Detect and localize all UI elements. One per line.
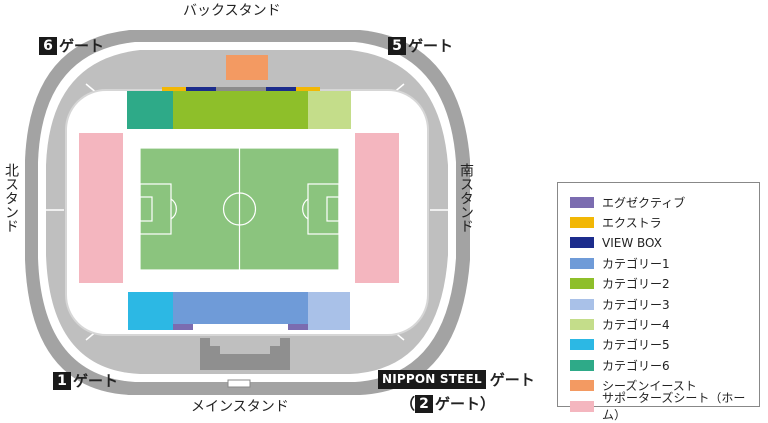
category6-block: [127, 91, 173, 129]
extra-seats-right: [296, 87, 320, 91]
legend-label: サポーターズシート（ホーム）: [602, 391, 746, 423]
legend-item: カテゴリー1: [570, 253, 759, 273]
view-box-right: [266, 87, 296, 91]
legend-label: カテゴリー6: [602, 358, 670, 373]
gate-2: （ 2 ゲート ）: [400, 393, 495, 414]
gate-2-open-paren: （: [400, 395, 416, 413]
category5-block: [128, 292, 173, 330]
legend-label: カテゴリー3: [602, 297, 670, 312]
nippon-steel-badge: NIPPON STEEL: [378, 370, 486, 389]
gate-6-number: 6: [39, 36, 57, 55]
legend-label: カテゴリー1: [602, 256, 670, 271]
view-box-center: [216, 87, 266, 91]
legend-swatch: [570, 319, 594, 331]
legend-label: カテゴリー2: [602, 277, 670, 292]
legend-item: カテゴリー3: [570, 294, 759, 314]
main-entrance-steps: [200, 338, 290, 370]
legend-label: エクストラ: [602, 216, 662, 231]
gate-5-number: 5: [388, 36, 406, 55]
gate-1-text: ゲート: [73, 372, 119, 390]
legend-swatch: [570, 339, 594, 351]
category2-block: [173, 91, 308, 129]
season-east-box: [226, 55, 268, 80]
category4-block: [308, 91, 351, 129]
supporters-north: [79, 133, 123, 283]
legend-item: エクストラ: [570, 212, 759, 232]
category3-block: [308, 292, 350, 330]
legend-item: エグゼクティブ: [570, 192, 759, 212]
legend-item: カテゴリー6: [570, 355, 759, 375]
main-stand-label: メインスタンド: [191, 399, 289, 415]
gate-2-number: 2: [415, 394, 434, 413]
gate-5: 5 ゲート: [388, 35, 453, 56]
legend-label: VIEW BOX: [602, 235, 662, 250]
legend-item: VIEW BOX: [570, 233, 759, 253]
gate-nippon-steel: NIPPON STEEL ゲート: [378, 369, 535, 390]
legend-item: カテゴリー4: [570, 314, 759, 334]
category1-block: [173, 292, 308, 324]
legend-label: エグゼクティブ: [602, 195, 686, 210]
legend-swatch: [570, 217, 594, 229]
north-stand-label: 北スタンド: [3, 163, 19, 233]
gate-nippon-text: ゲート: [489, 371, 535, 389]
legend-item: サポーターズシート（ホーム）: [570, 391, 759, 422]
south-stand-label: 南スタンド: [458, 163, 474, 233]
legend-swatch: [570, 380, 594, 392]
legend-swatch: [570, 278, 594, 290]
legend-swatch: [570, 237, 594, 249]
gate-5-text: ゲート: [408, 37, 454, 55]
seat-legend: エグゼクティブ エクストラ VIEW BOX カテゴリー1 カテゴリー2 カテゴ…: [557, 182, 760, 422]
executive-right: [288, 324, 308, 330]
extra-seats-left: [162, 87, 186, 91]
view-box-left: [186, 87, 216, 91]
legend-label: カテゴリー5: [602, 338, 670, 353]
legend-swatch: [570, 298, 594, 310]
legend-swatch: [570, 400, 594, 412]
legend-label: シーズンイースト: [602, 379, 697, 394]
legend-item: カテゴリー5: [570, 335, 759, 355]
executive-left: [173, 324, 193, 330]
legend-swatch: [570, 196, 594, 208]
gate-2-close-paren: ）: [480, 395, 496, 413]
main-entrance-door: [227, 379, 251, 388]
gate-1-number: 1: [53, 371, 71, 390]
gate-6-text: ゲート: [59, 37, 105, 55]
back-stand-label: バックスタンド: [183, 3, 281, 19]
legend-item: シーズンイースト: [570, 376, 759, 396]
gate-2-text: ゲート: [435, 395, 481, 413]
pitch: [139, 147, 340, 271]
legend-label: カテゴリー4: [602, 318, 670, 333]
legend-item: カテゴリー2: [570, 274, 759, 294]
legend-swatch: [570, 359, 594, 371]
main-stand-gap: [193, 324, 288, 330]
legend-swatch: [570, 257, 594, 269]
gate-1: 1 ゲート: [53, 370, 118, 391]
gate-6: 6 ゲート: [39, 35, 104, 56]
supporters-south: [355, 133, 399, 283]
